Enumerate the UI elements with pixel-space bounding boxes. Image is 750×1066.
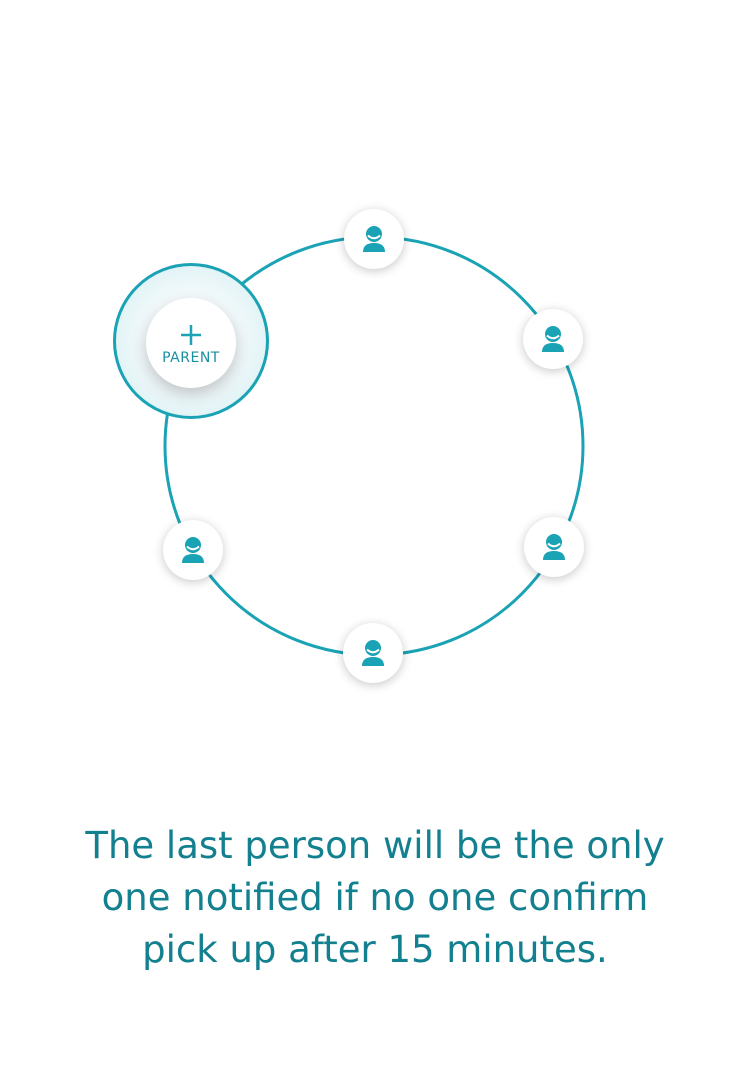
member-node-2[interactable]	[523, 309, 583, 369]
member-node-3[interactable]	[524, 517, 584, 577]
person-icon	[542, 326, 564, 352]
caption-line-1: The last person will be the only	[85, 824, 665, 867]
parent-node-ring	[113, 263, 269, 419]
plus-icon	[181, 325, 201, 345]
member-node-4[interactable]	[343, 623, 403, 683]
person-icon	[362, 640, 384, 666]
person-icon	[363, 226, 385, 252]
member-node-1[interactable]	[344, 209, 404, 269]
person-icon	[182, 537, 204, 563]
caption-text: The last person will be the only one not…	[0, 820, 750, 976]
add-parent-button[interactable]: PARENT	[146, 298, 236, 388]
member-node-5[interactable]	[163, 520, 223, 580]
caption-line-3: pick up after 15 minutes.	[142, 928, 608, 971]
caption-line-2: one notified if no one confirm	[101, 876, 649, 919]
notification-circle-diagram: PARENT	[113, 209, 585, 683]
person-icon	[543, 534, 565, 560]
parent-label: PARENT	[162, 350, 220, 366]
